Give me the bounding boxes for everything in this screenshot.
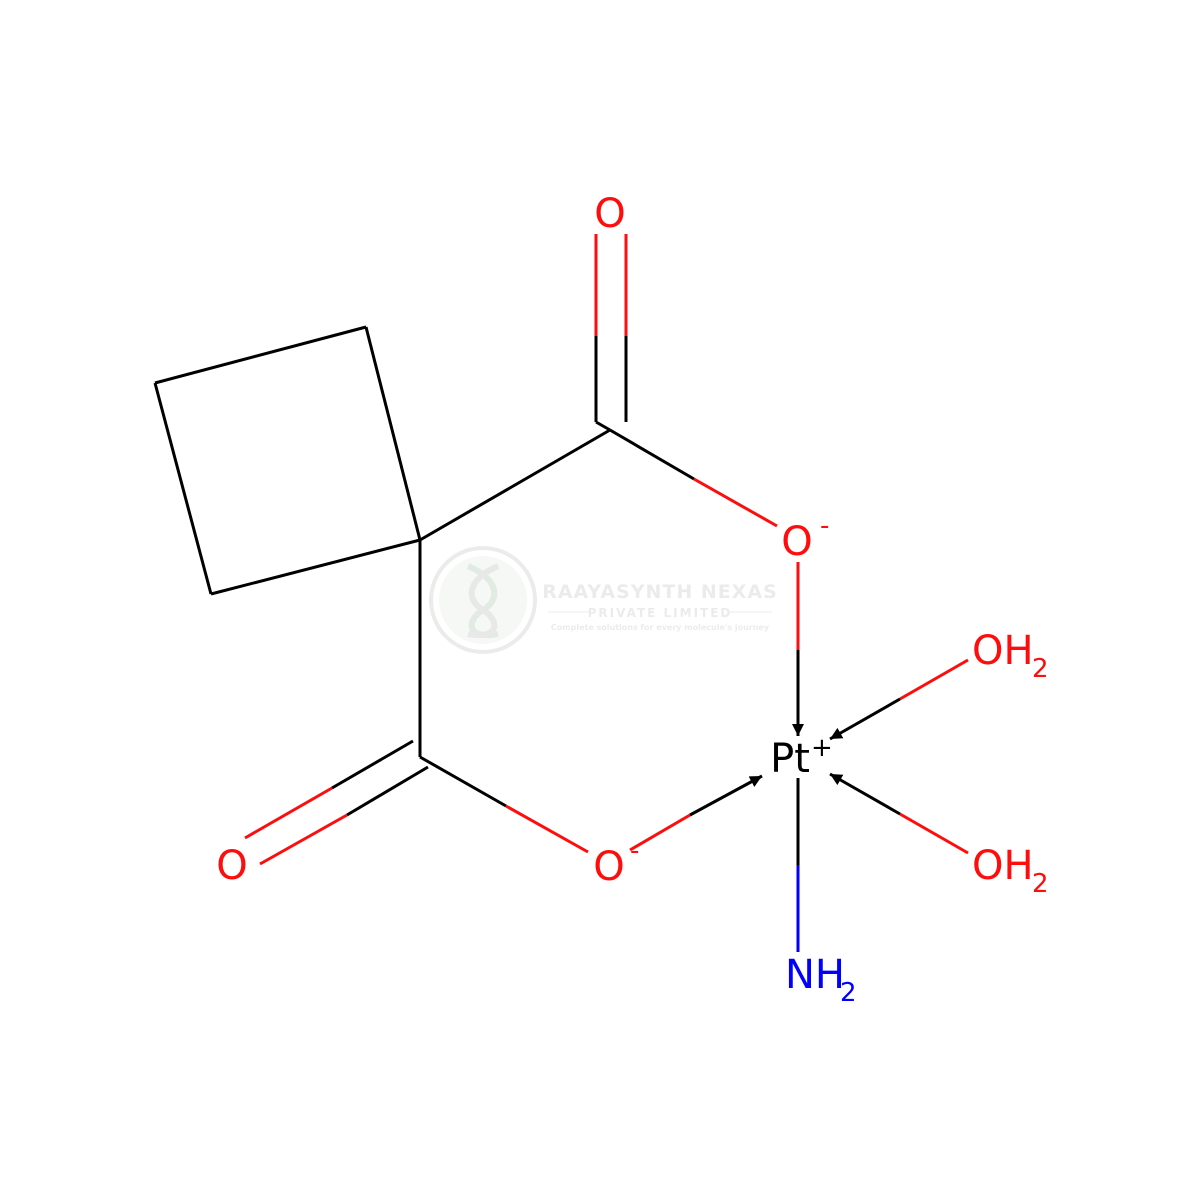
atom-platinum: Pt [770,736,810,782]
lower-carboxylate [244,540,589,866]
bond-c-o [609,428,695,481]
atom-water-lower: OH [972,843,1034,889]
ring-bond [210,538,421,596]
cyclobutane-ring [153,325,422,596]
bond-c-c [419,428,611,542]
platinum-coordination [629,562,969,952]
ring-bond [154,325,367,385]
ring-bond [364,326,422,541]
watermark-ring-icon [429,546,537,654]
charge-minus-upper: - [820,511,829,541]
water-upper-subscript: 2 [1032,654,1049,684]
atom-oxygen-anion-upper: O [781,519,812,565]
charge-minus-lower: - [630,836,639,866]
charge-plus-platinum: + [811,733,833,763]
atom-oxygen-carbonyl-top: O [594,191,625,237]
bond-c-o [419,755,507,808]
watermark-line2: PRIVATE LIMITED [588,606,733,620]
upper-carboxylate [419,234,778,542]
watermark-logo: RAAYASYNTH NEXAS PRIVATE LIMITED Complet… [429,546,778,654]
atom-oxygen-anion-lower: O [593,844,624,890]
dative-bond-water-pt [899,812,969,855]
dative-bond-o-pt [629,813,691,852]
atom-ammine-nitrogen: NH [785,952,845,998]
atom-oxygen-carbonyl-left: O [216,843,247,889]
double-bond-co [331,739,414,790]
dative-bond-water-pt [899,658,969,701]
ammine-subscript: 2 [840,978,857,1008]
ring-bond [153,382,213,595]
watermark-company: RAAYASYNTH NEXAS [542,581,778,603]
atom-water-upper: OH [972,628,1034,674]
watermark-tagline: Complete solutions for every molecule's … [551,623,770,632]
water-lower-subscript: 2 [1032,869,1049,899]
